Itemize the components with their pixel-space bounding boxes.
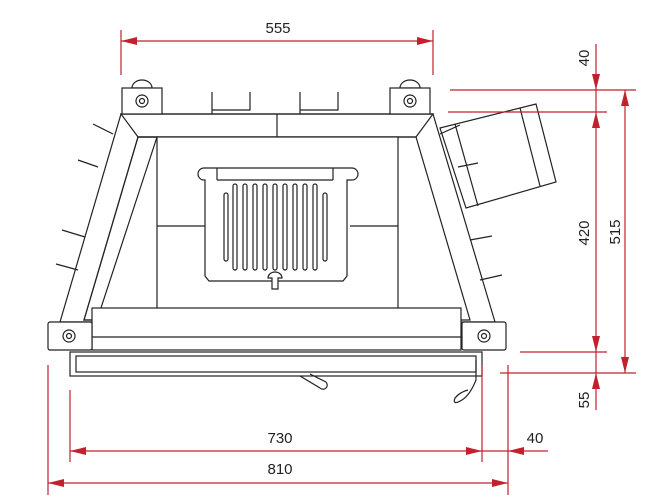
- dim-width-inner: 730: [267, 430, 292, 447]
- dim-top-offset: 40: [576, 50, 593, 67]
- dim-width-total: 810: [267, 461, 292, 478]
- dim-depth-inner: 420: [576, 220, 593, 245]
- front-panel: [69, 307, 483, 404]
- dim-front-offset: 55: [576, 392, 593, 409]
- grate: [197, 167, 359, 290]
- dim-top-width: 555: [265, 20, 290, 37]
- mounting-brackets: [47, 79, 507, 351]
- dimension-lines: [47, 30, 636, 495]
- dim-depth-total: 515: [607, 219, 624, 244]
- dim-side-offset: 40: [527, 430, 544, 447]
